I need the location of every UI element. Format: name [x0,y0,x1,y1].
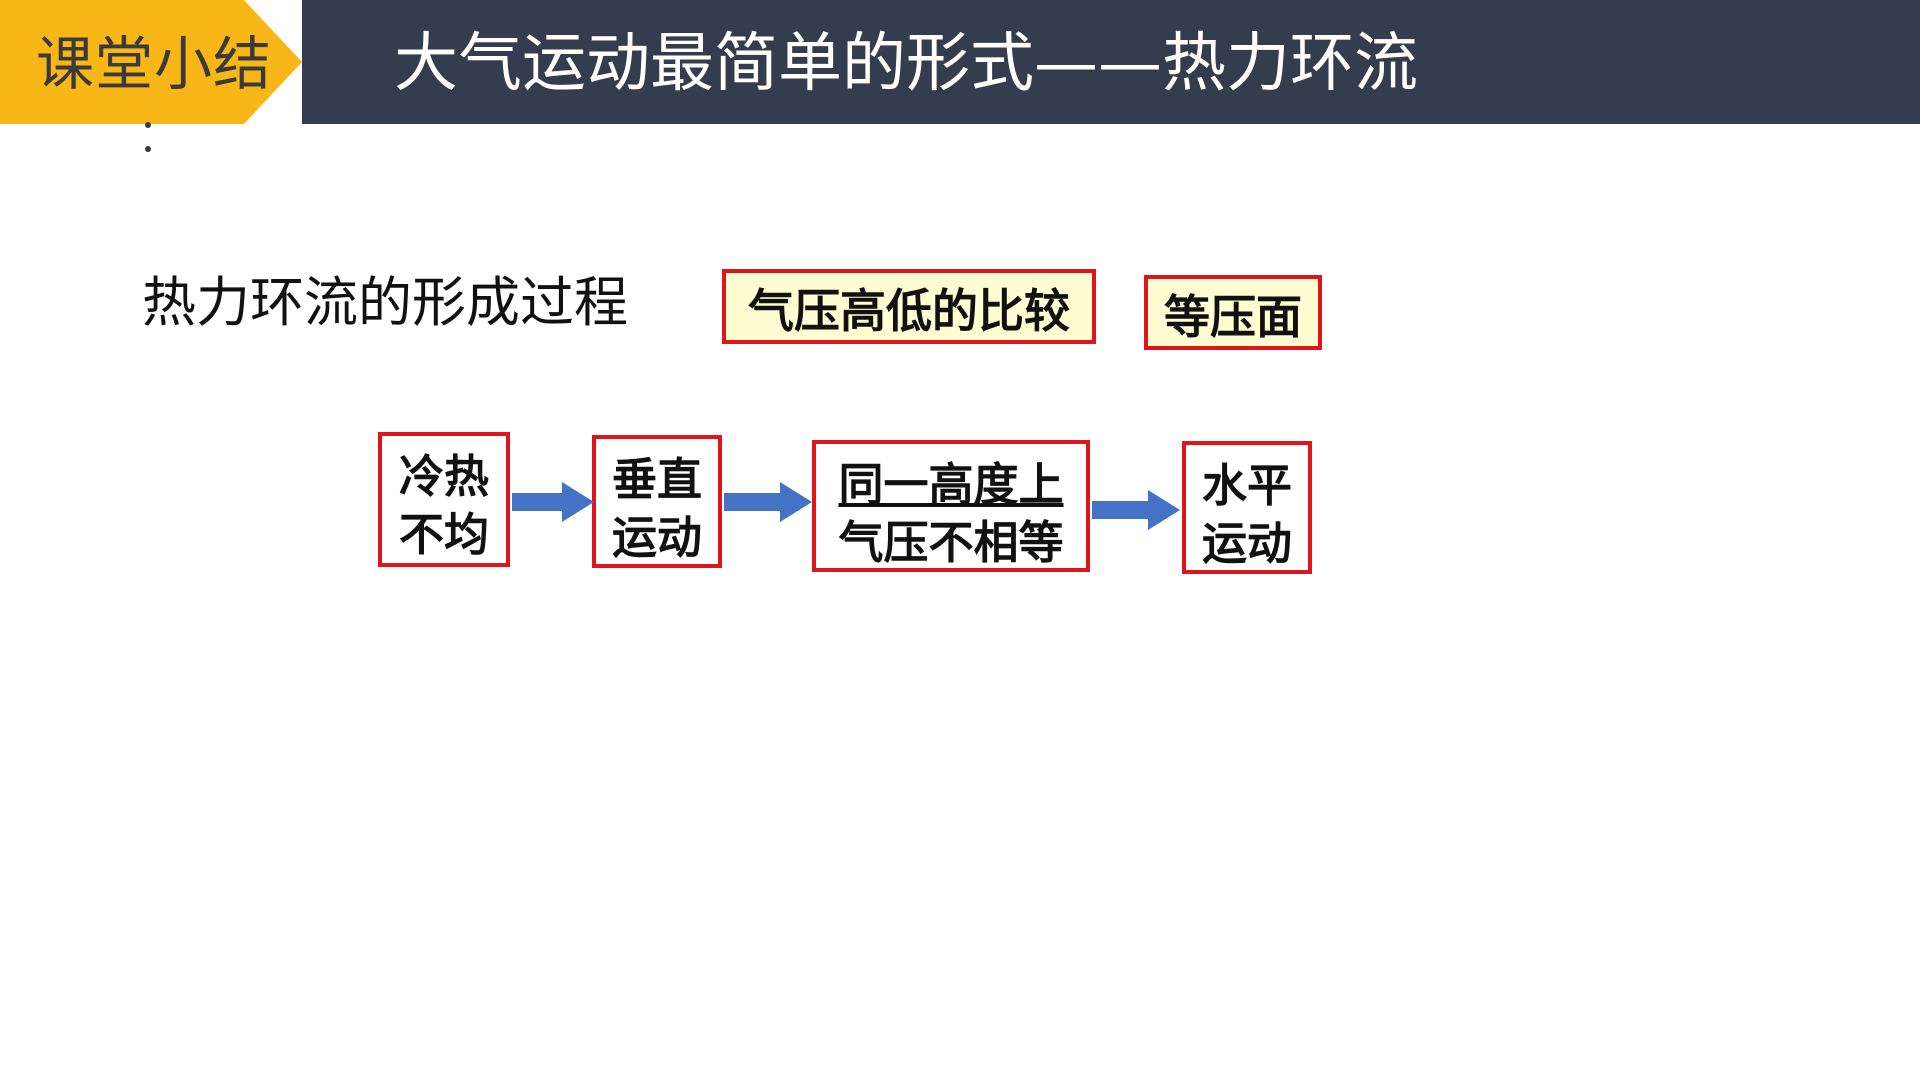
colon-dot-top [145,122,151,128]
flow-step-4-line-1: 水平 [1201,459,1292,512]
colon-dot-bottom [145,146,151,152]
section-tag-label: 课堂小结 [36,30,273,98]
section-tag [0,0,302,124]
chip-isobaric-surface: 等压面 [1144,275,1322,350]
section-tag-colon [145,112,153,156]
title-bar: 大气运动最简单的形式——热力环流 [302,0,1920,124]
flow-arrow-3 [1092,490,1180,530]
flow-step-4-line-2: 运动 [1201,517,1292,570]
flow-step-vertical-motion: 垂直 运动 [592,435,722,568]
flow-arrow-2 [724,482,812,522]
subtitle: 热力环流的形成过程 [142,271,628,334]
flow-step-3-line-1: 同一高度上 [838,458,1064,511]
flow-step-3-line-2: 气压不相等 [838,516,1064,569]
flow-step-1-line-1: 冷热 [398,450,489,503]
page-title: 大气运动最简单的形式——热力环流 [394,27,1418,101]
chip-pressure-comparison: 气压高低的比较 [722,269,1096,344]
flow-step-2-line-2: 运动 [611,511,702,564]
flow-step-horizontal-motion: 水平 运动 [1182,441,1312,574]
flow-step-pressure-difference: 同一高度上 气压不相等 [812,440,1090,572]
flow-arrow-1 [512,482,594,522]
flow-step-uneven-heating: 冷热 不均 [378,432,510,567]
flow-step-2-line-1: 垂直 [611,453,702,506]
flow-step-1-line-2: 不均 [398,508,489,561]
